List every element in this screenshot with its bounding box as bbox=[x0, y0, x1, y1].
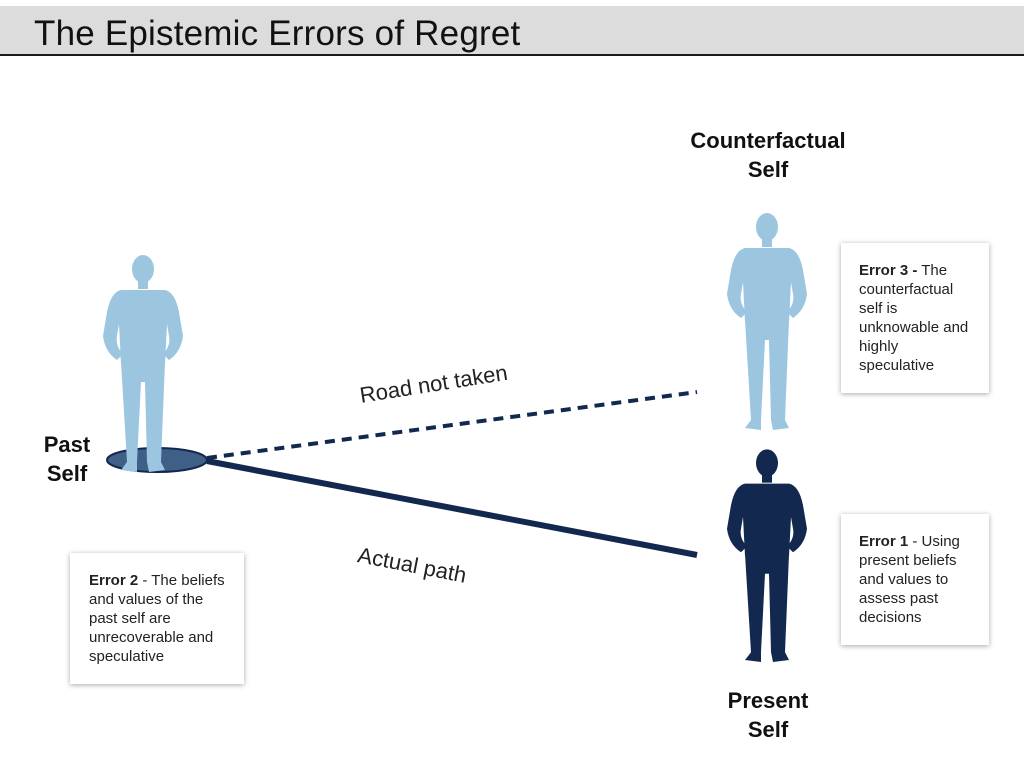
past-self-label: Past Self bbox=[22, 430, 112, 488]
counterfactual-self-label-line2: Self bbox=[747, 157, 789, 182]
error2-text: - The beliefs and values of the past sel… bbox=[89, 572, 225, 665]
counterfactual-self-figure bbox=[727, 213, 807, 430]
error3-label: Error 3 - bbox=[859, 262, 918, 279]
present-self-label-line1: Present bbox=[727, 688, 809, 713]
title-bar: The Epistemic Errors of Regret bbox=[0, 6, 1024, 56]
present-self-figure bbox=[727, 449, 807, 662]
road-not-taken-line bbox=[206, 390, 698, 460]
error3-text: The counterfactual self is unknowable an… bbox=[859, 262, 969, 374]
counterfactual-self-label-line1: Counterfactual bbox=[690, 128, 846, 153]
past-self-label-line1: Past bbox=[43, 432, 91, 457]
past-self-figure bbox=[103, 255, 183, 472]
error2-note: Error 2 - The beliefs and values of the … bbox=[70, 553, 244, 684]
page-title: The Epistemic Errors of Regret bbox=[34, 14, 521, 53]
error1-note: Error 1 - Using present beliefs and valu… bbox=[841, 514, 989, 645]
error3-note: Error 3 - The counterfactual self is unk… bbox=[841, 243, 989, 393]
error1-text: - Using present beliefs and values to as… bbox=[859, 533, 960, 626]
actual-path-line bbox=[206, 458, 698, 558]
present-self-label: Present Self bbox=[708, 686, 828, 744]
error2-label: Error 2 bbox=[89, 572, 139, 589]
present-self-label-line2: Self bbox=[747, 717, 789, 742]
past-self-label-line2: Self bbox=[46, 461, 88, 486]
error1-label: Error 1 bbox=[859, 533, 909, 550]
counterfactual-self-label: Counterfactual Self bbox=[668, 126, 868, 184]
